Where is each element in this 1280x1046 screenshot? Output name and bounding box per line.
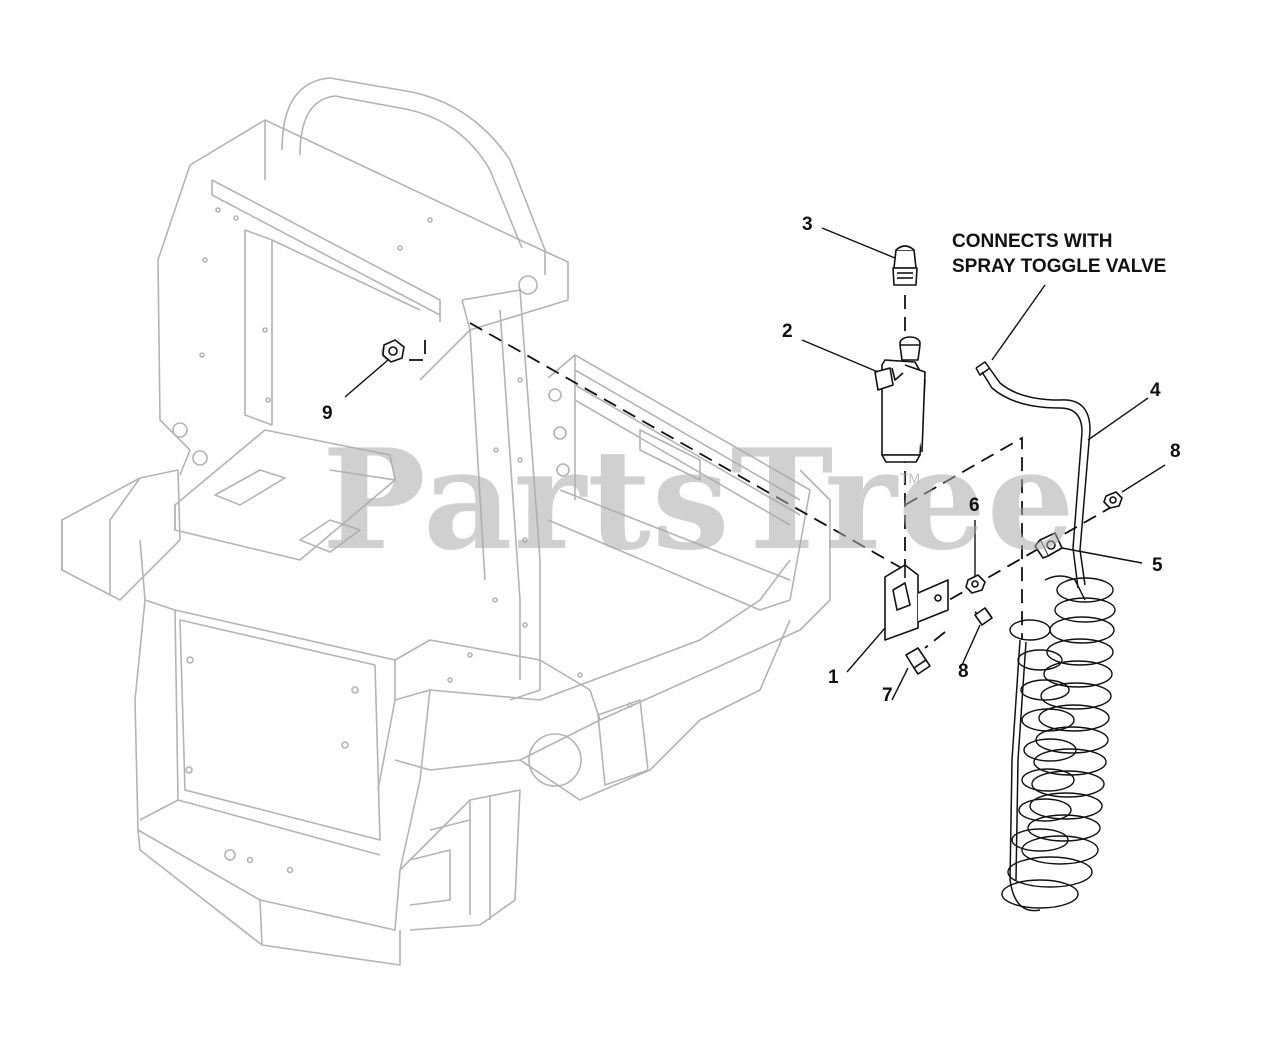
callout-1: 1: [828, 667, 839, 688]
callout-9: 9: [322, 403, 333, 424]
callout-5: 5: [1152, 555, 1163, 576]
callout-6: 6: [969, 495, 980, 516]
callout-8-lower: 8: [958, 661, 969, 682]
hose: [975, 360, 1116, 912]
callout-3: 3: [802, 214, 813, 235]
callout-7: 7: [882, 685, 893, 706]
spray-parts: [874, 245, 1123, 675]
machine-frame: [61, 77, 831, 966]
connection-note-line1: CONNECTS WITH: [952, 231, 1113, 252]
watermark-tm: TM: [900, 470, 921, 486]
callout-8-upper: 8: [1170, 441, 1181, 462]
connection-note-line2: SPRAY TOGGLE VALVE: [952, 255, 1167, 277]
part-9-nut: [382, 339, 405, 363]
leader-lines: [344, 227, 1166, 701]
connection-note: CONNECTS WITH SPRAY TOGGLE VALVE: [952, 230, 1166, 279]
callout-2: 2: [782, 321, 793, 342]
watermark: PartsTree: [322, 418, 1076, 581]
callout-4: 4: [1150, 380, 1161, 401]
